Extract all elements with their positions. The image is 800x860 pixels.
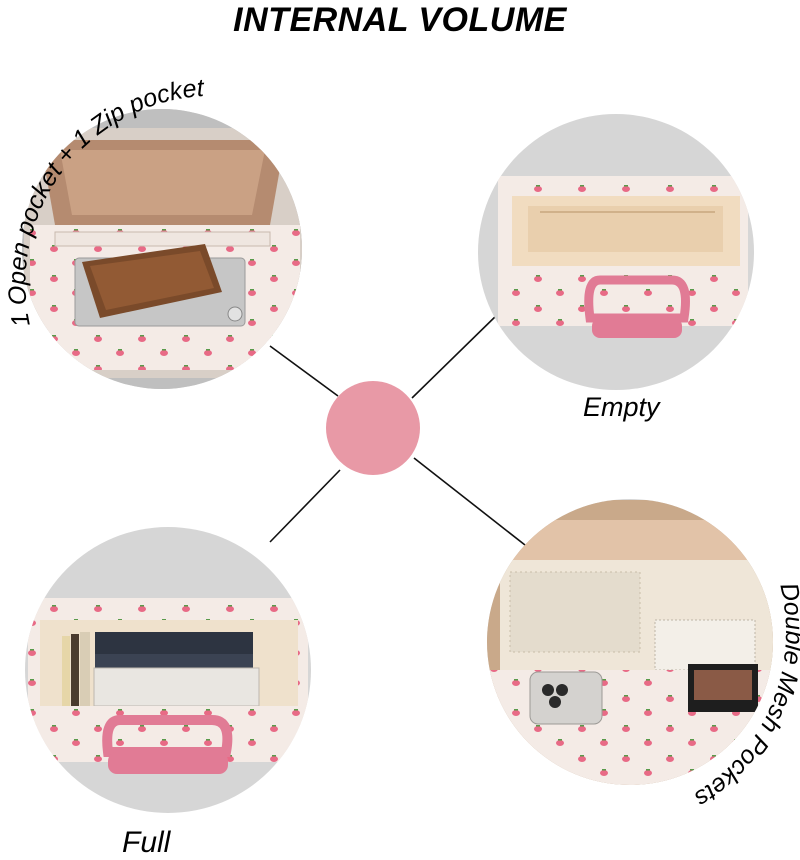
photo-mesh: Double Mesh Pockets bbox=[487, 499, 800, 813]
photo-full bbox=[25, 527, 311, 813]
caption-full: Full bbox=[122, 826, 171, 859]
caption-empty: Empty bbox=[583, 392, 660, 422]
connector-line bbox=[411, 311, 501, 399]
page-title: INTERNAL VOLUME bbox=[233, 1, 567, 39]
connector-line bbox=[269, 469, 341, 543]
photo-empty bbox=[478, 114, 754, 390]
center-dot bbox=[326, 381, 420, 475]
connector-line bbox=[413, 457, 526, 546]
connector-line bbox=[269, 345, 339, 397]
photo-pockets: 1 Open pocket + 1 Zip pocket bbox=[3, 74, 302, 389]
